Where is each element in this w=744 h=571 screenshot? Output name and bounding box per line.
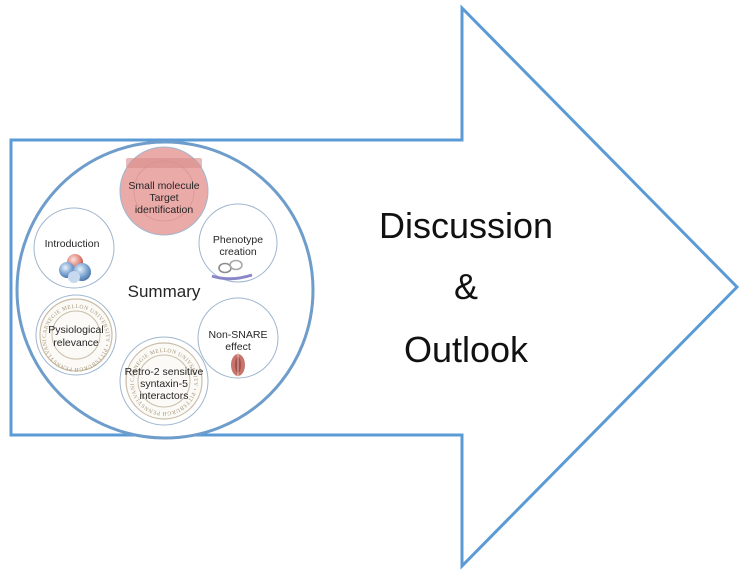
node-physiological-line2: relevance [53,337,99,349]
title-line1: Discussion [379,205,553,246]
title-line3: Outlook [404,329,529,370]
node-non-snare-line2: effect [225,341,251,353]
node-small-molecule-line3: identification [135,204,194,216]
node-retro2-line2: syntaxin-5 [140,378,188,390]
node-small-molecule-line1: Small molecule [128,180,199,192]
node-non-snare[interactable]: Non-SNARE effect [197,297,279,379]
node-non-snare-line1: Non-SNARE [209,329,268,341]
node-phenotype-line1: Phenotype [213,234,263,246]
node-small-molecule-line2: Target [149,192,178,204]
cell-cross-section-icon [231,352,245,378]
node-phenotype[interactable]: Phenotype creation [198,203,278,283]
title-line2: & [454,266,478,307]
chain-links-icon [211,259,253,281]
node-retro2-line3: interactors [139,390,188,402]
bubbles-icon [59,254,91,283]
node-introduction[interactable]: Introduction [33,207,115,289]
node-retro2-line1: Retro-2 sensitive [125,366,204,378]
node-small-molecule[interactable]: Small molecule Target identification [119,146,209,236]
summary-center-label: Summary [128,282,201,301]
node-physiological-line1: Pysiological [48,324,103,336]
node-introduction-label: Introduction [45,238,100,250]
node-phenotype-line2: creation [219,246,257,258]
